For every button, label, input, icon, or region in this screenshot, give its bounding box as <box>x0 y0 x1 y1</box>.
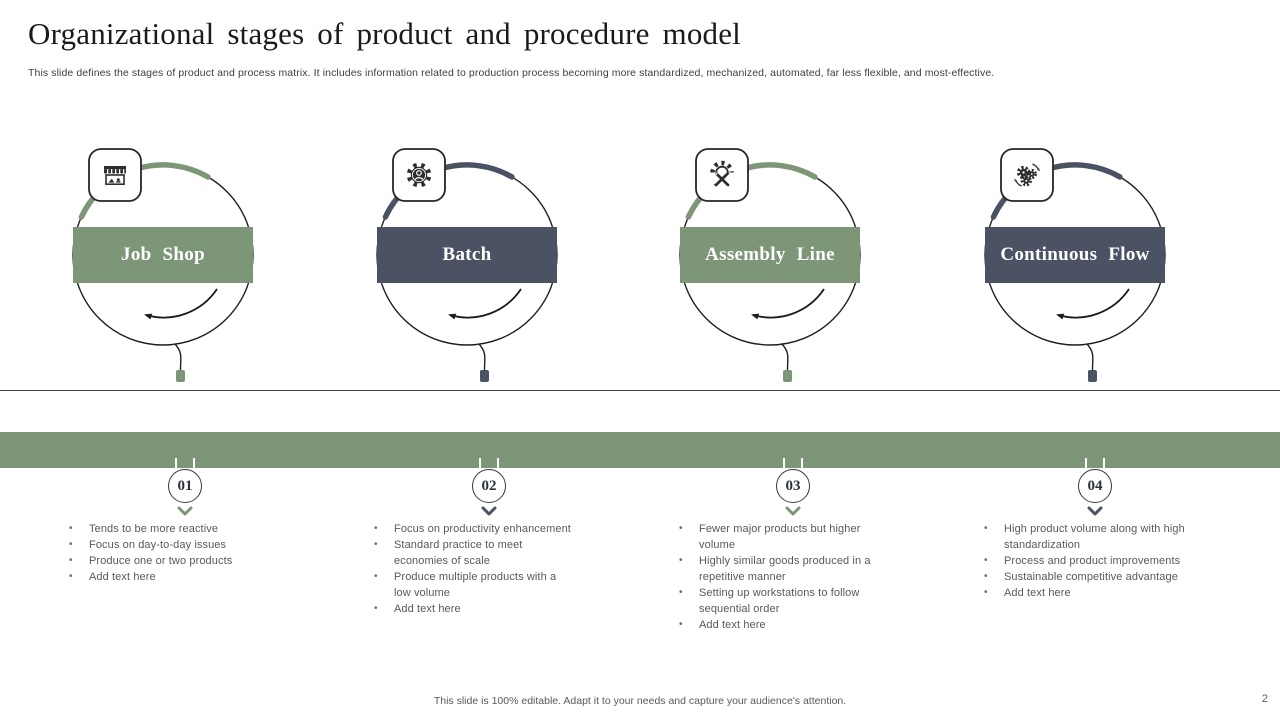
bullet-item: Tends to be more reactive <box>62 521 267 537</box>
bullet-item: Focus on day-to-day issues <box>62 537 267 553</box>
step-number-01: 01 <box>165 469 205 517</box>
page-title: Organizational stages of product and pro… <box>28 16 741 51</box>
number-badge: 04 <box>1078 469 1112 503</box>
strip-slit <box>479 458 481 468</box>
cycle-arrow-icon <box>448 288 522 320</box>
strip-slit <box>497 458 499 468</box>
step-number-03: 03 <box>773 469 813 517</box>
bullet-item: Add text here <box>977 585 1205 601</box>
slide-page-number: 2 <box>1261 693 1268 705</box>
strip-slit <box>1103 458 1105 468</box>
strip-slit <box>1085 458 1087 468</box>
strip-slit <box>801 458 803 468</box>
bullet-item: Sustainable competitive advantage <box>977 569 1205 585</box>
bullet-list-job-shop: Tends to be more reactive Focus on day-t… <box>62 521 267 585</box>
chevron-down-icon <box>177 506 193 516</box>
storefront-icon <box>104 166 126 185</box>
chevron-down-icon <box>481 506 497 516</box>
bullet-item: High product volume along with high stan… <box>977 521 1205 553</box>
gear-tools-icon <box>710 160 734 187</box>
chevron-down-icon <box>1087 506 1103 516</box>
bullet-item: Setting up workstations to follow sequen… <box>672 585 884 617</box>
number-badge: 02 <box>472 469 506 503</box>
number-badge: 01 <box>168 469 202 503</box>
strip-slit <box>193 458 195 468</box>
stage-job-shop: Job Shop <box>13 125 313 385</box>
stage-continuous-flow: Continuous Flow <box>925 125 1225 385</box>
bullet-item: Add text here <box>62 569 267 585</box>
bullet-item: Add text here <box>672 617 884 633</box>
green-strip <box>0 432 1280 468</box>
divider-line <box>0 390 1280 391</box>
step-number-02: 02 <box>469 469 509 517</box>
cycle-arrow-icon <box>1056 288 1130 320</box>
bullet-list-continuous-flow: High product volume along with high stan… <box>977 521 1205 601</box>
number-badge: 03 <box>776 469 810 503</box>
stage-assembly-line: Assembly Line <box>620 125 920 385</box>
connector-marker <box>1088 370 1097 382</box>
bullet-item: Standard practice to meet economies of s… <box>367 537 572 569</box>
strip-slit <box>783 458 785 468</box>
step-number-04: 04 <box>1075 469 1115 517</box>
gear-user-icon <box>406 162 432 188</box>
bullet-list-assembly-line: Fewer major products but higher volume H… <box>672 521 884 633</box>
bullet-item: Add text here <box>367 601 572 617</box>
slide-subtitle: This slide defines the stages of product… <box>28 67 995 79</box>
cycle-arrow-icon <box>144 288 218 320</box>
bullet-item: Fewer major products but higher volume <box>672 521 884 553</box>
bullet-item: Produce multiple products with a low vol… <box>367 569 572 601</box>
strip-slit <box>175 458 177 468</box>
bullet-item: Process and product improvements <box>977 553 1205 569</box>
stage-band-label: Assembly Line <box>680 227 860 283</box>
stage-band-label: Job Shop <box>73 227 253 283</box>
slide-footer-note: This slide is 100% editable. Adapt it to… <box>433 695 847 707</box>
connector-marker <box>480 370 489 382</box>
stage-batch: Batch <box>317 125 617 385</box>
bullet-item: Highly similar goods produced in a repet… <box>672 553 884 585</box>
icon-box <box>695 148 749 202</box>
stage-band-label: Continuous Flow <box>985 227 1165 283</box>
cycle-arrow-icon <box>751 288 825 320</box>
stage-circle-graphic <box>679 148 861 382</box>
stage-band-label: Batch <box>377 227 557 283</box>
process-gears-icon <box>1014 163 1040 187</box>
connector-marker <box>783 370 792 382</box>
connector-marker <box>176 370 185 382</box>
bullet-item: Produce one or two products <box>62 553 267 569</box>
stage-circle-graphic <box>984 148 1166 382</box>
bullet-item: Focus on productivity enhancement <box>367 521 572 537</box>
stage-circle-graphic <box>72 148 254 382</box>
chevron-down-icon <box>785 506 801 516</box>
bullet-list-batch: Focus on productivity enhancement Standa… <box>367 521 572 617</box>
